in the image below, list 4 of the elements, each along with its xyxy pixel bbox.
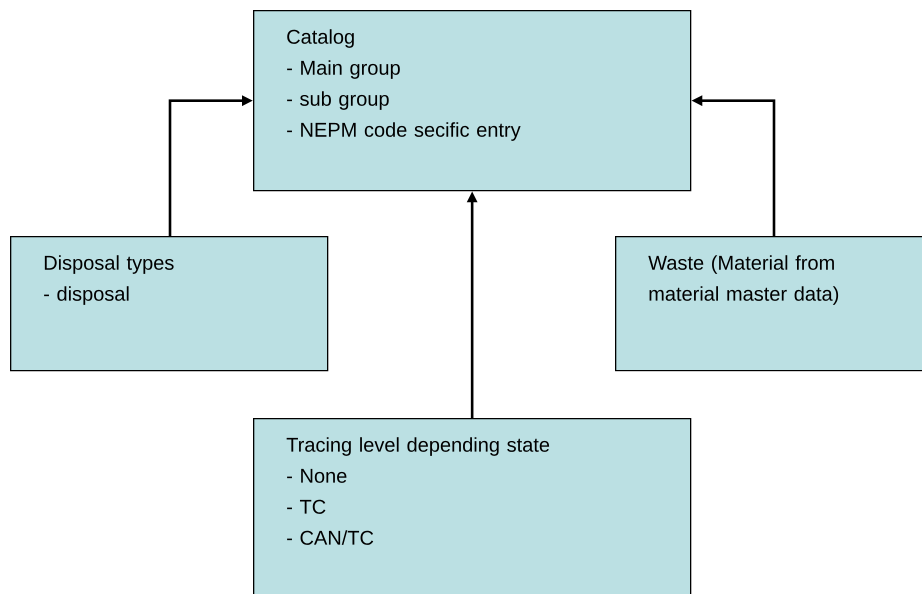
text-box: Catalog - Main group - sub group - NEPM code secific entry [253, 10, 692, 192]
text-box: Disposal types - disposal [10, 236, 328, 372]
text-box: Tracing level depending state - None - TC - CAN/TC [253, 418, 692, 594]
text-box: Waste (Material from material master data) [615, 236, 922, 372]
